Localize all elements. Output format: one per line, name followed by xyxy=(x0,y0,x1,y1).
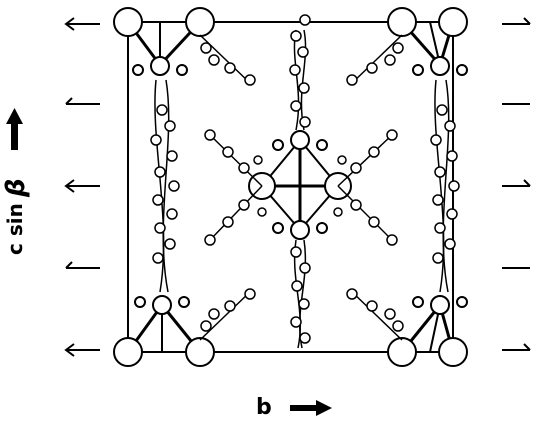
right-vertical-chain xyxy=(430,79,460,293)
horizontal-axis-label: b xyxy=(256,395,272,420)
thick-right-arrow-icon xyxy=(290,400,332,416)
corner-ligand-arms xyxy=(199,34,404,341)
heavy-atom-corner-bottom-right xyxy=(387,295,468,367)
heavy-atom-corner-top-right xyxy=(387,7,468,76)
center-vertical-chain xyxy=(289,14,311,349)
left-edge-arrows xyxy=(64,17,100,357)
vertical-axis-label: c sin β xyxy=(1,178,31,255)
vertical-axis-prefix: c sin xyxy=(3,203,27,255)
vertical-axis-symbol: β xyxy=(1,178,31,198)
right-edge-arrows xyxy=(502,17,531,351)
central-metal-cluster xyxy=(248,130,352,240)
thick-up-arrow-icon xyxy=(6,108,23,150)
left-vertical-chain xyxy=(150,79,180,293)
heavy-atom-corner-bottom-left xyxy=(113,295,215,367)
central-ligand-arms xyxy=(204,129,398,246)
